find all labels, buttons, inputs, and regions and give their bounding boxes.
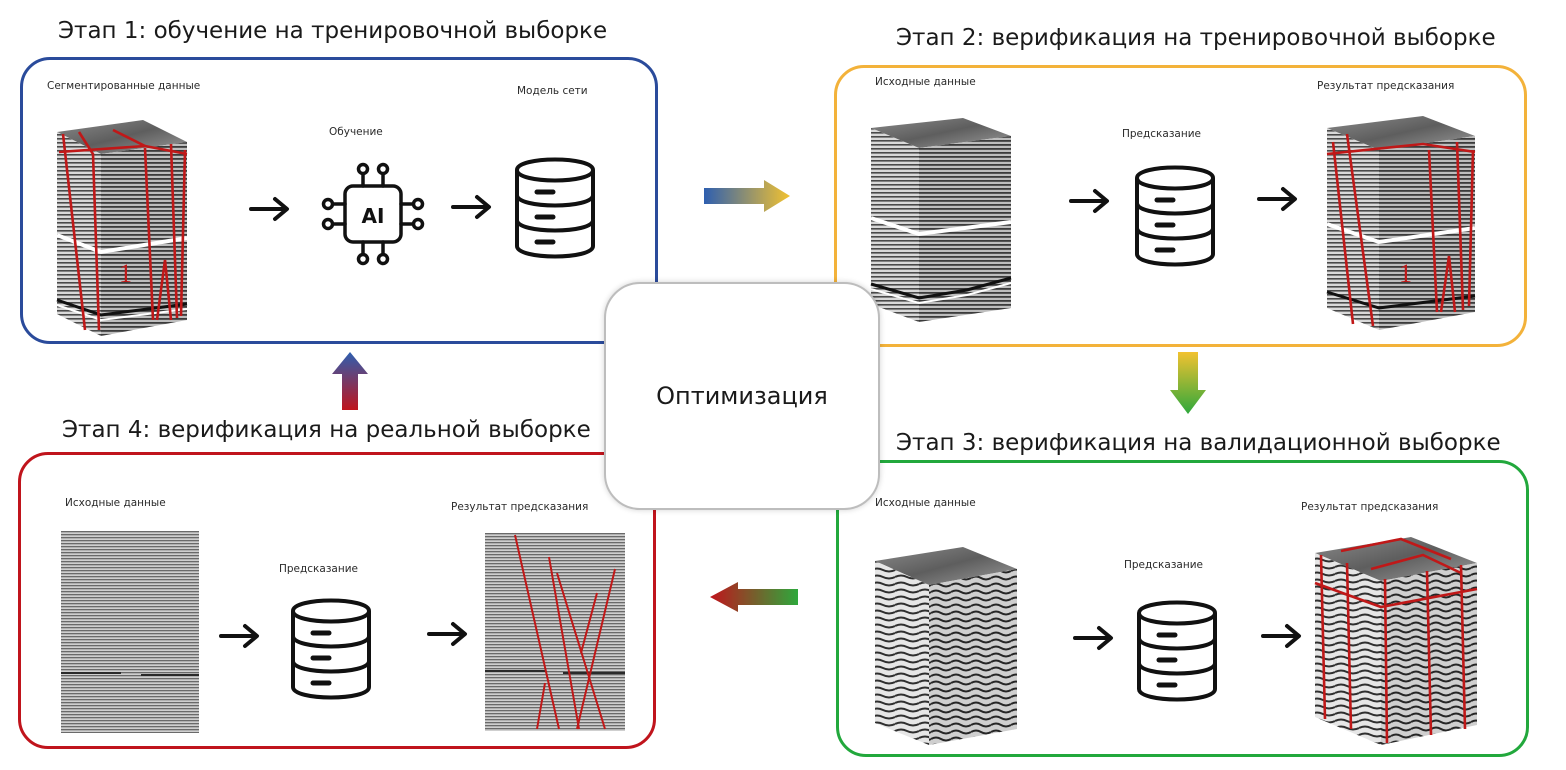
stage3-database-icon [1137, 600, 1217, 702]
stage4-arrow-2-icon [427, 622, 467, 646]
stage3-result-cube [1314, 537, 1478, 745]
stage4-input-label: Исходные данные [65, 497, 166, 509]
stage1-arrow-2-icon [451, 195, 491, 219]
stage2-title: Этап 2: верификация на тренировочной выб… [896, 25, 1496, 51]
stage4-database-icon [291, 598, 371, 700]
ai-chip-icon: AI [321, 162, 425, 266]
stage1-arrow-1-icon [249, 197, 289, 221]
stage2-process-label: Предсказание [1122, 128, 1201, 140]
stage1-panel: Сегментированные данные Обучение Модель … [20, 57, 658, 344]
stage1-output-label: Модель сети [517, 85, 588, 97]
stage2-output-label: Результат предсказания [1317, 80, 1455, 92]
ai-chip-text: AI [362, 204, 385, 228]
stage3-title: Этап 3: верификация на валидационной выб… [896, 430, 1501, 456]
stage3-input-cube [875, 547, 1017, 745]
stage1-title: Этап 1: обучение на тренировочной выборк… [58, 18, 608, 44]
stage3-panel: Исходные данные Предсказание Результат п… [836, 460, 1529, 757]
stage2-panel: Исходные данные Предсказание Результат п… [834, 65, 1527, 347]
optimization-label: Оптимизация [656, 382, 828, 410]
flow-arrow-stage1-to-stage2-icon [704, 180, 790, 212]
stage1-process-label: Обучение [329, 126, 383, 138]
stage2-result-cube: 1 [1326, 116, 1476, 330]
stage4-process-label: Предсказание [279, 563, 358, 575]
stage4-panel: Исходные данные Предсказание Результат п… [18, 452, 656, 749]
stage4-title: Этап 4: верификация на реальной выборке [62, 417, 591, 443]
stage2-database-icon [1135, 165, 1215, 267]
flow-arrow-stage3-to-stage4-icon [710, 582, 798, 612]
stage2-input-cube [870, 118, 1012, 322]
stage4-result-section [485, 533, 625, 731]
stage1-input-label: Сегментированные данные [47, 80, 201, 92]
stage3-arrow-2-icon [1261, 624, 1301, 648]
stage2-input-label: Исходные данные [875, 76, 976, 88]
stage4-output-label: Результат предсказания [451, 501, 589, 513]
stage4-arrow-1-icon [219, 624, 259, 648]
flow-arrow-stage2-to-stage3-icon [1170, 352, 1206, 414]
stage3-input-label: Исходные данные [875, 497, 976, 509]
stage2-arrow-2-icon [1257, 187, 1297, 211]
stage1-database-icon [515, 157, 595, 259]
optimization-box: Оптимизация [604, 282, 880, 510]
stage3-output-label: Результат предсказания [1301, 501, 1439, 513]
stage1-segmented-cube: 1 [56, 120, 188, 336]
stage2-arrow-1-icon [1069, 189, 1109, 213]
svg-text:1: 1 [1399, 259, 1412, 288]
stage3-process-label: Предсказание [1124, 559, 1203, 571]
svg-text:1: 1 [119, 259, 132, 288]
stage3-arrow-1-icon [1073, 626, 1113, 650]
stage4-input-section [61, 531, 199, 733]
flow-arrow-stage4-to-stage1-icon [332, 352, 368, 410]
